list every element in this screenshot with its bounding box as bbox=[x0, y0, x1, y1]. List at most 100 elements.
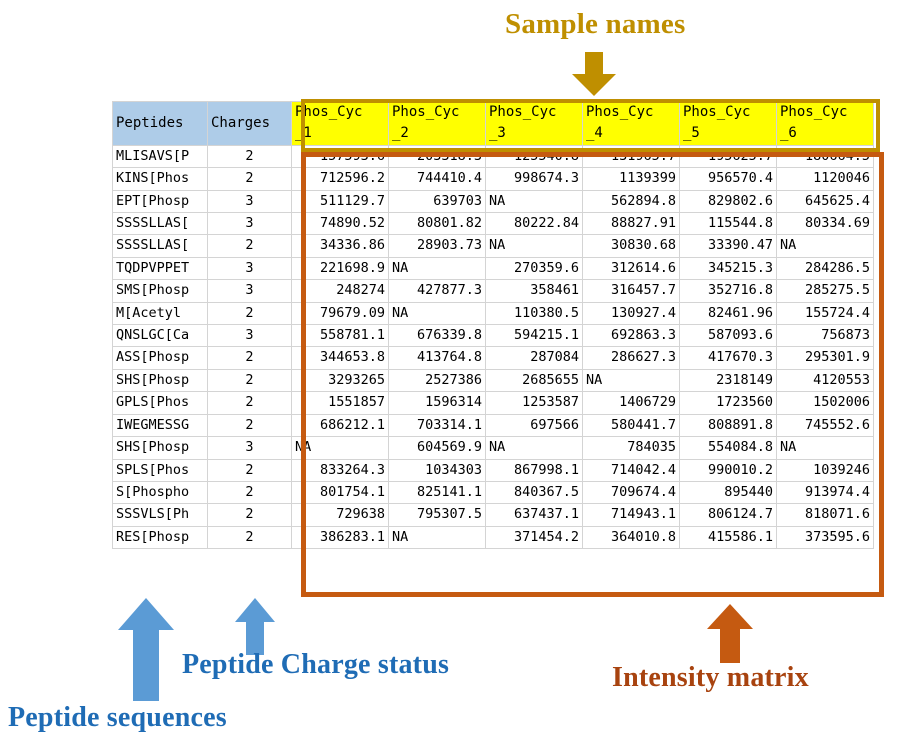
intensity-cell[interactable]: 829802.6 bbox=[679, 189, 777, 214]
intensity-cell[interactable]: 825141.1 bbox=[388, 480, 486, 505]
intensity-cell[interactable]: 3293265 bbox=[291, 368, 389, 393]
intensity-cell[interactable]: 784035 bbox=[582, 436, 680, 460]
peptide-sequence-cell[interactable]: SSSSLLAS[ bbox=[112, 234, 208, 258]
intensity-cell[interactable]: 676339.8 bbox=[388, 324, 486, 348]
peptide-sequence-cell[interactable]: SHS[Phosp bbox=[112, 368, 208, 393]
charge-cell[interactable]: 2 bbox=[207, 144, 292, 169]
charge-cell[interactable]: 3 bbox=[207, 189, 292, 214]
intensity-cell[interactable]: 1139399 bbox=[582, 167, 680, 191]
column-header-charges[interactable]: Charges bbox=[207, 101, 292, 146]
intensity-cell[interactable]: 714943.1 bbox=[582, 503, 680, 527]
column-header-sample-4[interactable]: Phos_Cyc _4 bbox=[582, 101, 680, 146]
intensity-cell[interactable]: 88827.91 bbox=[582, 212, 680, 236]
intensity-cell[interactable]: 413764.8 bbox=[388, 346, 486, 370]
intensity-cell[interactable]: 316457.7 bbox=[582, 279, 680, 303]
intensity-cell[interactable]: NA bbox=[485, 189, 583, 214]
intensity-cell[interactable]: NA bbox=[388, 301, 486, 326]
intensity-cell[interactable]: 1502006 bbox=[776, 391, 874, 415]
intensity-cell[interactable]: 82461.96 bbox=[679, 301, 777, 326]
intensity-cell[interactable]: 867998.1 bbox=[485, 458, 583, 482]
intensity-cell[interactable]: 287084 bbox=[485, 346, 583, 370]
charge-cell[interactable]: 3 bbox=[207, 279, 292, 303]
charge-cell[interactable]: 3 bbox=[207, 436, 292, 460]
intensity-cell[interactable]: 745552.6 bbox=[776, 413, 874, 438]
intensity-cell[interactable]: 703314.1 bbox=[388, 413, 486, 438]
intensity-cell[interactable]: 30830.68 bbox=[582, 234, 680, 258]
intensity-cell[interactable]: 913974.4 bbox=[776, 480, 874, 505]
intensity-cell[interactable]: 79679.09 bbox=[291, 301, 389, 326]
charge-cell[interactable]: 2 bbox=[207, 480, 292, 505]
column-header-sample-3[interactable]: Phos_Cyc _3 bbox=[485, 101, 583, 146]
intensity-cell[interactable]: 248274 bbox=[291, 279, 389, 303]
intensity-cell[interactable]: 344653.8 bbox=[291, 346, 389, 370]
intensity-cell[interactable]: 558781.1 bbox=[291, 324, 389, 348]
intensity-cell[interactable]: 686212.1 bbox=[291, 413, 389, 438]
column-header-peptides[interactable]: Peptides bbox=[112, 101, 208, 146]
intensity-cell[interactable]: 4120553 bbox=[776, 368, 874, 393]
peptide-sequence-cell[interactable]: SPLS[Phos bbox=[112, 458, 208, 482]
peptide-sequence-cell[interactable]: KINS[Phos bbox=[112, 167, 208, 191]
intensity-cell[interactable]: 2318149 bbox=[679, 368, 777, 393]
intensity-cell[interactable]: 744410.4 bbox=[388, 167, 486, 191]
intensity-cell[interactable]: 358461 bbox=[485, 279, 583, 303]
peptide-sequence-cell[interactable]: MLISAVS[P bbox=[112, 144, 208, 169]
intensity-cell[interactable]: 1596314 bbox=[388, 391, 486, 415]
intensity-cell[interactable]: 125540.8 bbox=[485, 144, 583, 169]
intensity-cell[interactable]: 28903.73 bbox=[388, 234, 486, 258]
peptide-sequence-cell[interactable]: IWEGMESSG bbox=[112, 413, 208, 438]
peptide-sequence-cell[interactable]: S[Phospho bbox=[112, 480, 208, 505]
intensity-cell[interactable]: NA bbox=[582, 368, 680, 393]
intensity-cell[interactable]: 427877.3 bbox=[388, 279, 486, 303]
intensity-cell[interactable]: 110380.5 bbox=[485, 301, 583, 326]
intensity-cell[interactable]: 80222.84 bbox=[485, 212, 583, 236]
intensity-cell[interactable]: 1039246 bbox=[776, 458, 874, 482]
charge-cell[interactable]: 2 bbox=[207, 301, 292, 326]
intensity-cell[interactable]: 221698.9 bbox=[291, 256, 389, 281]
intensity-cell[interactable]: 417670.3 bbox=[679, 346, 777, 370]
intensity-cell[interactable]: 371454.2 bbox=[485, 525, 583, 550]
intensity-cell[interactable]: 1551857 bbox=[291, 391, 389, 415]
charge-cell[interactable]: 3 bbox=[207, 256, 292, 281]
charge-cell[interactable]: 2 bbox=[207, 167, 292, 191]
charge-cell[interactable]: 2 bbox=[207, 458, 292, 482]
intensity-cell[interactable]: 580441.7 bbox=[582, 413, 680, 438]
intensity-cell[interactable]: 203318.3 bbox=[388, 144, 486, 169]
intensity-cell[interactable]: 270359.6 bbox=[485, 256, 583, 281]
peptide-sequence-cell[interactable]: GPLS[Phos bbox=[112, 391, 208, 415]
intensity-cell[interactable]: 594215.1 bbox=[485, 324, 583, 348]
intensity-cell[interactable]: 639703 bbox=[388, 189, 486, 214]
intensity-cell[interactable]: 131965.7 bbox=[582, 144, 680, 169]
intensity-cell[interactable]: 286627.3 bbox=[582, 346, 680, 370]
intensity-cell[interactable]: 1120046 bbox=[776, 167, 874, 191]
intensity-cell[interactable]: 80334.69 bbox=[776, 212, 874, 236]
peptide-sequence-cell[interactable]: RES[Phosp bbox=[112, 525, 208, 550]
intensity-cell[interactable]: 990010.2 bbox=[679, 458, 777, 482]
intensity-cell[interactable]: 895440 bbox=[679, 480, 777, 505]
charge-cell[interactable]: 2 bbox=[207, 346, 292, 370]
charge-cell[interactable]: 2 bbox=[207, 413, 292, 438]
intensity-cell[interactable]: 712596.2 bbox=[291, 167, 389, 191]
intensity-cell[interactable]: 284286.5 bbox=[776, 256, 874, 281]
intensity-cell[interactable]: 285275.5 bbox=[776, 279, 874, 303]
intensity-cell[interactable]: 352716.8 bbox=[679, 279, 777, 303]
column-header-sample-6[interactable]: Phos_Cyc _6 bbox=[776, 101, 874, 146]
intensity-cell[interactable]: 180664.5 bbox=[776, 144, 874, 169]
intensity-cell[interactable]: NA bbox=[776, 234, 874, 258]
intensity-cell[interactable]: 195625.7 bbox=[679, 144, 777, 169]
intensity-cell[interactable]: NA bbox=[291, 436, 389, 460]
intensity-cell[interactable]: 554084.8 bbox=[679, 436, 777, 460]
intensity-cell[interactable]: 833264.3 bbox=[291, 458, 389, 482]
peptide-sequence-cell[interactable]: SHS[Phosp bbox=[112, 436, 208, 460]
intensity-cell[interactable]: 74890.52 bbox=[291, 212, 389, 236]
intensity-cell[interactable]: 692863.3 bbox=[582, 324, 680, 348]
